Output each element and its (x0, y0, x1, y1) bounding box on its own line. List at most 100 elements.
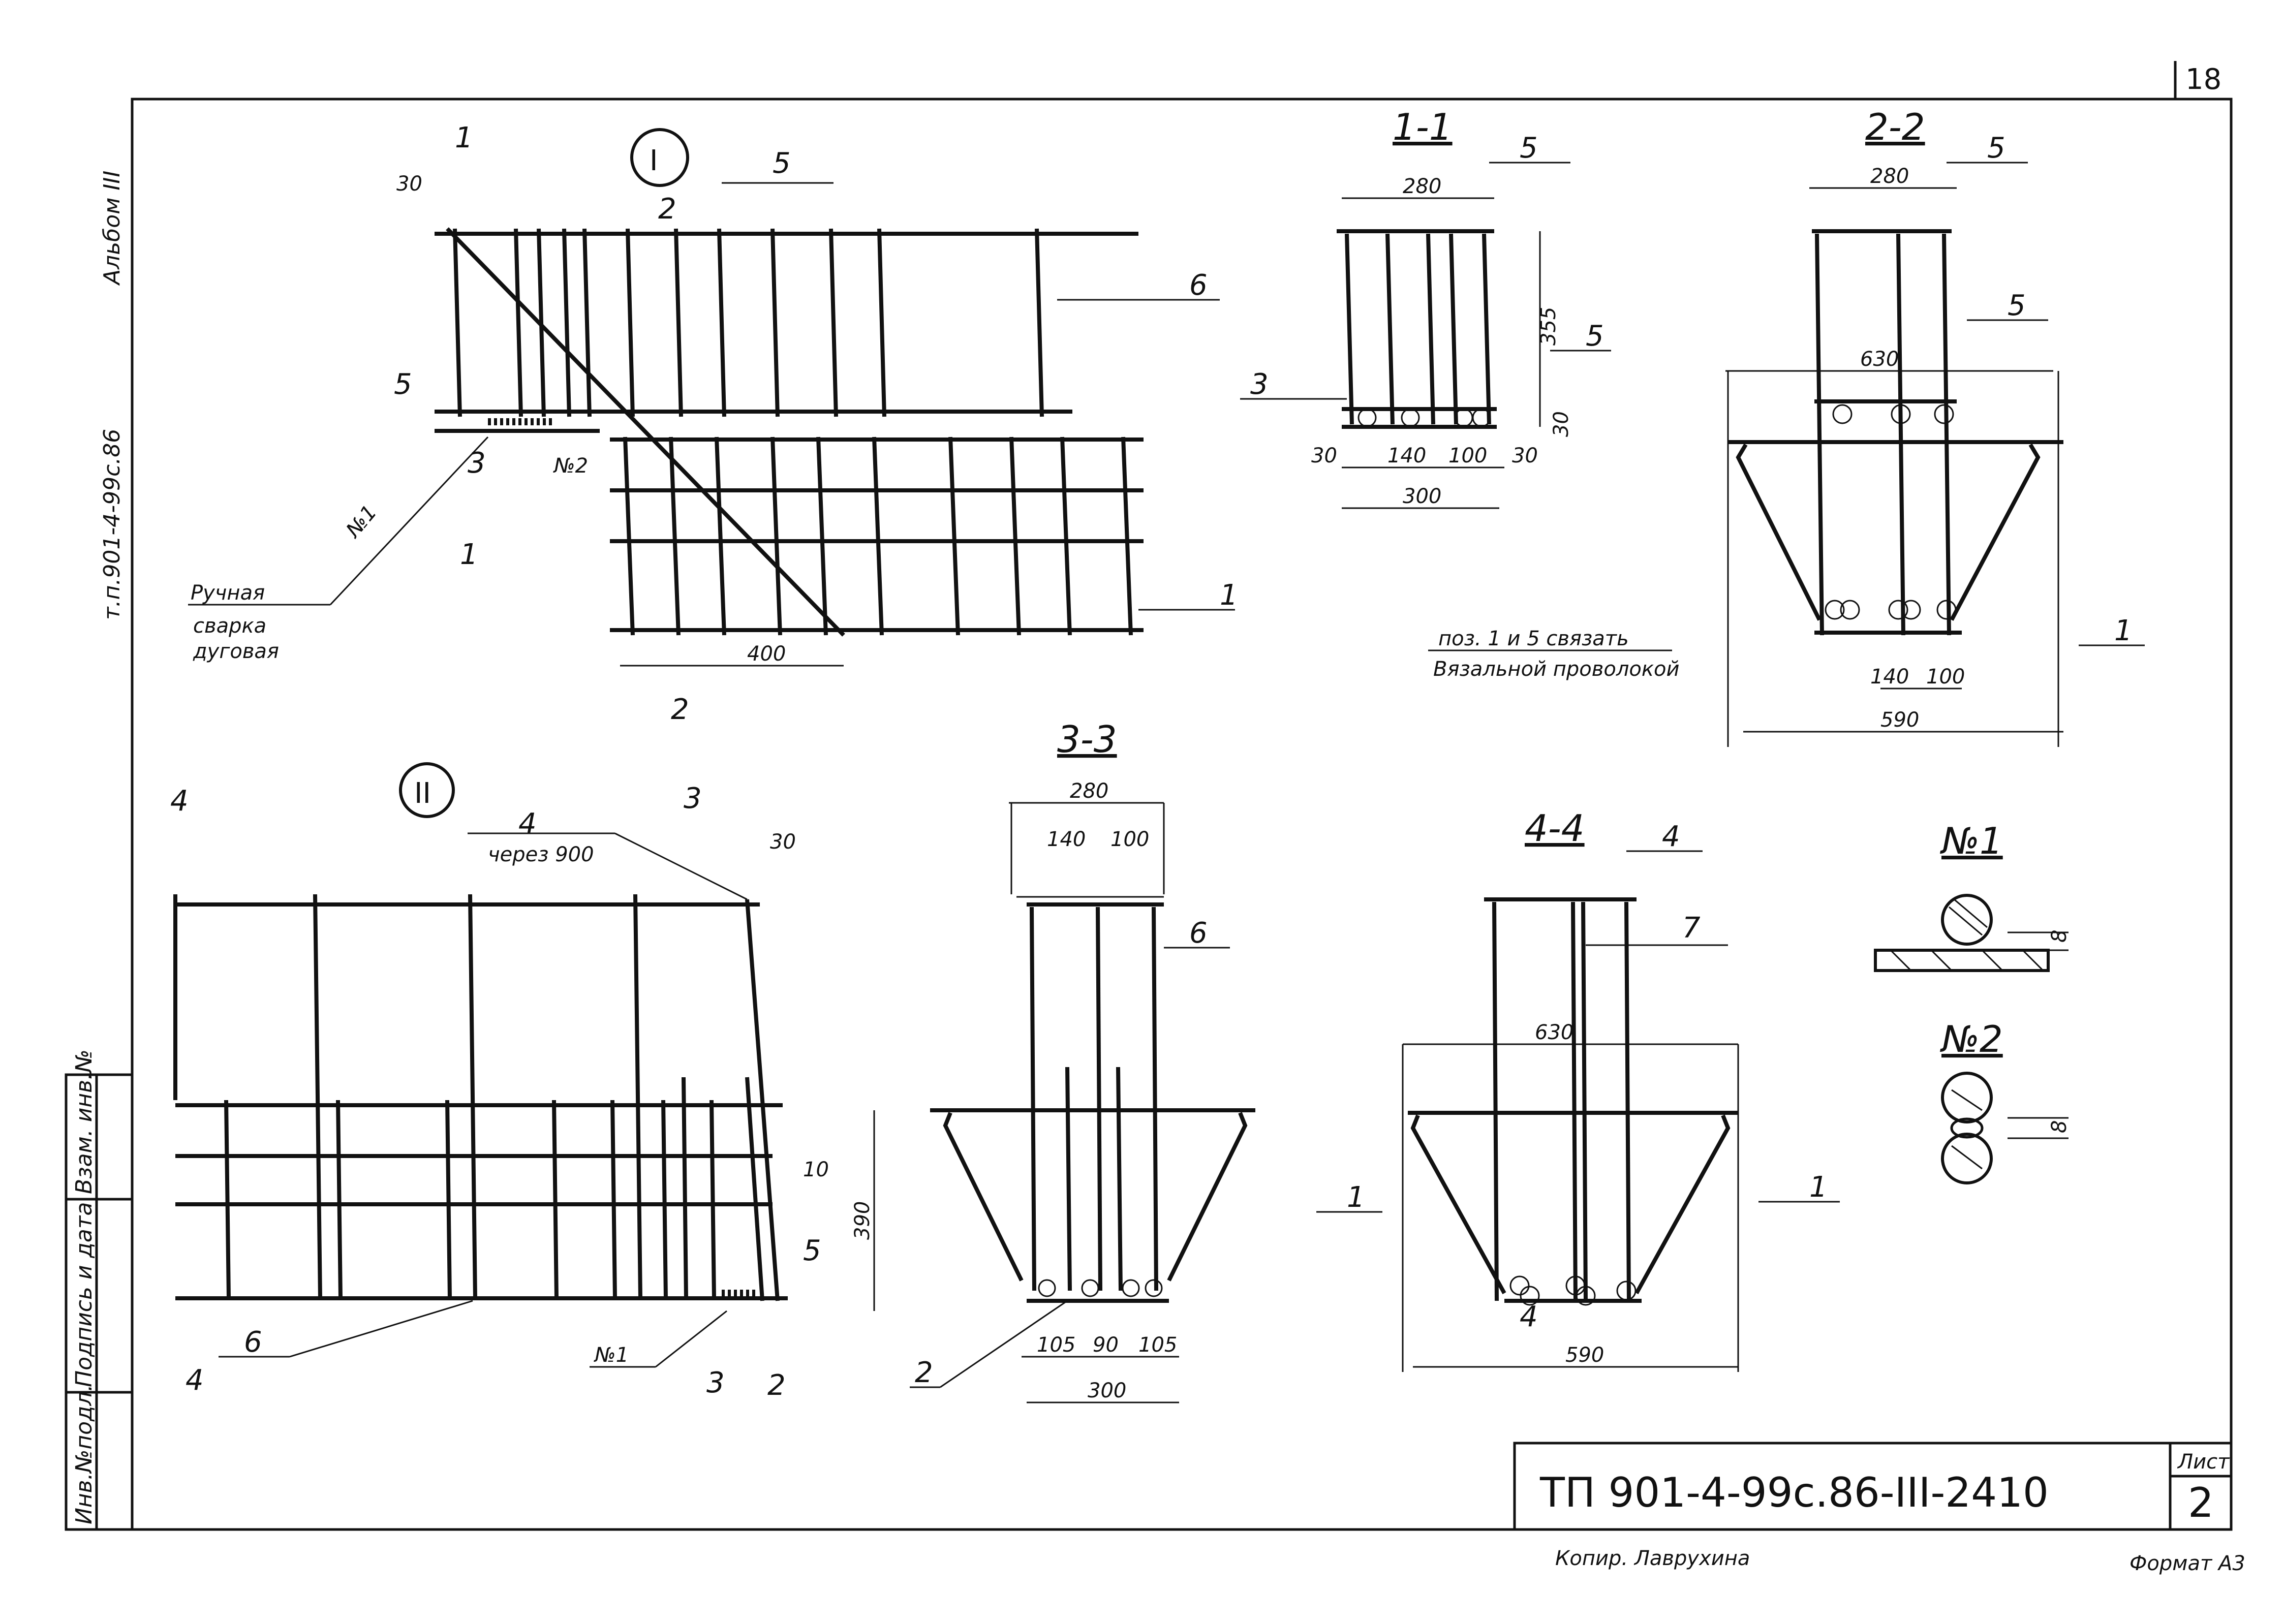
node-2-pos-6: 6 (244, 1326, 262, 1359)
s22-pos-1: 1 (2114, 614, 2133, 647)
stamp-replace-inv: Взам. инв.№ (71, 1049, 97, 1194)
section-2-2-drawing (1725, 187, 2063, 747)
page-number: 18 (2185, 63, 2221, 96)
node-1-drawing (435, 128, 1144, 637)
node-2-sec-3-bot: 3 (706, 1366, 725, 1399)
s44-dim-630: 630 (1535, 1021, 1573, 1044)
node-2-sec-4-top: 4 (170, 785, 189, 818)
s44-pos-4-bot: 4 (1520, 1300, 1538, 1333)
node-1-mark: I (650, 144, 658, 177)
s33-dim-300: 300 (1088, 1379, 1126, 1402)
s11-pos-3: 3 (1250, 368, 1269, 401)
node-2-weld-1: №1 (594, 1344, 629, 1367)
node-1-sec-1-bot: 1 (460, 538, 478, 571)
node-1-note-3: дуговая (193, 640, 279, 663)
sheet-frame (131, 61, 2233, 1531)
section-2-2-title: 2-2 (1865, 106, 1925, 148)
s44-pos-1-right: 1 (1809, 1171, 1828, 1204)
section-1-1-title: 1-1 (1393, 106, 1453, 148)
node-1-mark-circle (630, 128, 689, 187)
node-1-pos-6: 6 (1189, 269, 1208, 302)
s22-dim-100: 100 (1926, 665, 1965, 689)
section-3-3-drawing (873, 802, 1255, 1403)
s33-dim-140: 140 (1047, 828, 1086, 851)
s11-pos-5-top: 5 (1520, 132, 1538, 165)
s22-pos-5-top: 5 (1987, 132, 2005, 165)
node-2-mark-circle (399, 762, 455, 818)
node-1-weld-1: №1 (341, 501, 382, 542)
designation: ТП 901-4-99с.86-III-2410 (1539, 1469, 2049, 1516)
node-2-pos-2: 2 (767, 1369, 786, 1402)
s11-pos-5-mid: 5 (1586, 320, 1604, 353)
node-1-sec-2-bot: 2 (671, 693, 689, 726)
weld-detail-1-title: №1 (1939, 820, 2003, 862)
s22-note-2: Вязальной проволокой (1433, 658, 1680, 681)
node-1-dim-400: 400 (747, 642, 786, 666)
node-1-dim-30: 30 (396, 172, 422, 196)
s22-pos-5-mid: 5 (2008, 289, 2026, 322)
node-1-sec-1-top: 1 (455, 121, 473, 154)
weld-detail-1-dim: 8 (2048, 930, 2071, 943)
s11-dim-30-right: 30 (1550, 411, 1573, 437)
node-2-callout-sub: через 900 (488, 843, 594, 866)
weld-detail-2-dim: 8 (2048, 1120, 2071, 1133)
node-2-mark: II (414, 777, 431, 810)
node-1-pos-1: 1 (1220, 579, 1238, 612)
s33-dim-390: 390 (851, 1201, 874, 1240)
s22-dim-280: 280 (1870, 165, 1909, 188)
section-1-1-drawing (1337, 197, 1541, 509)
node-2-verticals (224, 894, 780, 1301)
s11-dim-355: 355 (1537, 307, 1560, 346)
s22-dim-630: 630 (1860, 348, 1899, 371)
stamp-signature-date: Подпись и дата (71, 1202, 97, 1387)
s22-dim-140: 140 (1870, 665, 1909, 689)
s33-pos-6: 6 (1189, 917, 1208, 950)
s11-dim-30-r2: 30 (1512, 444, 1538, 467)
s33-dim-100: 100 (1110, 828, 1149, 851)
weld-detail-1-drawing (1874, 894, 2069, 972)
s33-dim-105-left: 105 (1037, 1333, 1075, 1357)
node-1-note-1: Ручная (191, 581, 265, 605)
node-1-lower-verticals (623, 436, 1133, 636)
node-1-weld-2: №2 (553, 454, 588, 478)
s33-dim-280: 280 (1070, 779, 1108, 803)
s11-dim-100: 100 (1448, 444, 1487, 467)
s11-dim-300: 300 (1403, 485, 1441, 508)
copied-by: Копир. Лаврухина (1555, 1547, 1750, 1570)
section-4-4-drawing (1402, 897, 1739, 1372)
s33-dim-105-right: 105 (1138, 1333, 1177, 1357)
node-1-sec-2-top: 2 (658, 193, 676, 226)
node-1-pos-5-left: 5 (394, 368, 412, 401)
weld-detail-2-title: №2 (1939, 1018, 2003, 1060)
node-1-pos-3: 3 (468, 447, 486, 480)
s44-dim-590: 590 (1565, 1344, 1604, 1367)
section-4-4-title: 4-4 (1525, 807, 1585, 850)
album-label: Альбом III (99, 171, 125, 286)
node-1-pos-5-top: 5 (773, 147, 791, 180)
s11-dim-30-left: 30 (1311, 444, 1337, 467)
s44-pos-7: 7 (1682, 912, 1701, 945)
stamp-inv-no: Инв.№подл. (71, 1384, 97, 1524)
s11-dim-280: 280 (1403, 175, 1441, 198)
section-3-3-title: 3-3 (1057, 718, 1117, 761)
stamp-strip (65, 1073, 134, 1531)
project-code-side: т.п.901-4-99с.86 (99, 429, 125, 620)
s33-dim-90: 90 (1093, 1333, 1119, 1357)
s44-pos-4-top: 4 (1662, 820, 1680, 853)
node-2-dim-10: 10 (803, 1158, 829, 1181)
sheet-number: 2 (2188, 1479, 2214, 1526)
weld-detail-2-drawing (1941, 1072, 2069, 1184)
node-2-dim-5: 5 (803, 1234, 821, 1267)
node-2-callout-pos: 4 (518, 807, 537, 840)
node-2-drawing (173, 762, 788, 1301)
s22-note-1: поз. 1 и 5 связать (1438, 627, 1629, 650)
node-1-upper-verticals (453, 228, 1044, 417)
sheet-label: Лист (2177, 1450, 2230, 1474)
s33-pos-2: 2 (915, 1356, 933, 1389)
s44-pos-1-left: 1 (1347, 1181, 1365, 1214)
node-2-sec-3-top: 3 (684, 782, 702, 815)
s22-dim-590: 590 (1880, 708, 1919, 732)
title-block (1513, 1442, 2233, 1531)
format-label: Формат А3 (2129, 1552, 2245, 1575)
